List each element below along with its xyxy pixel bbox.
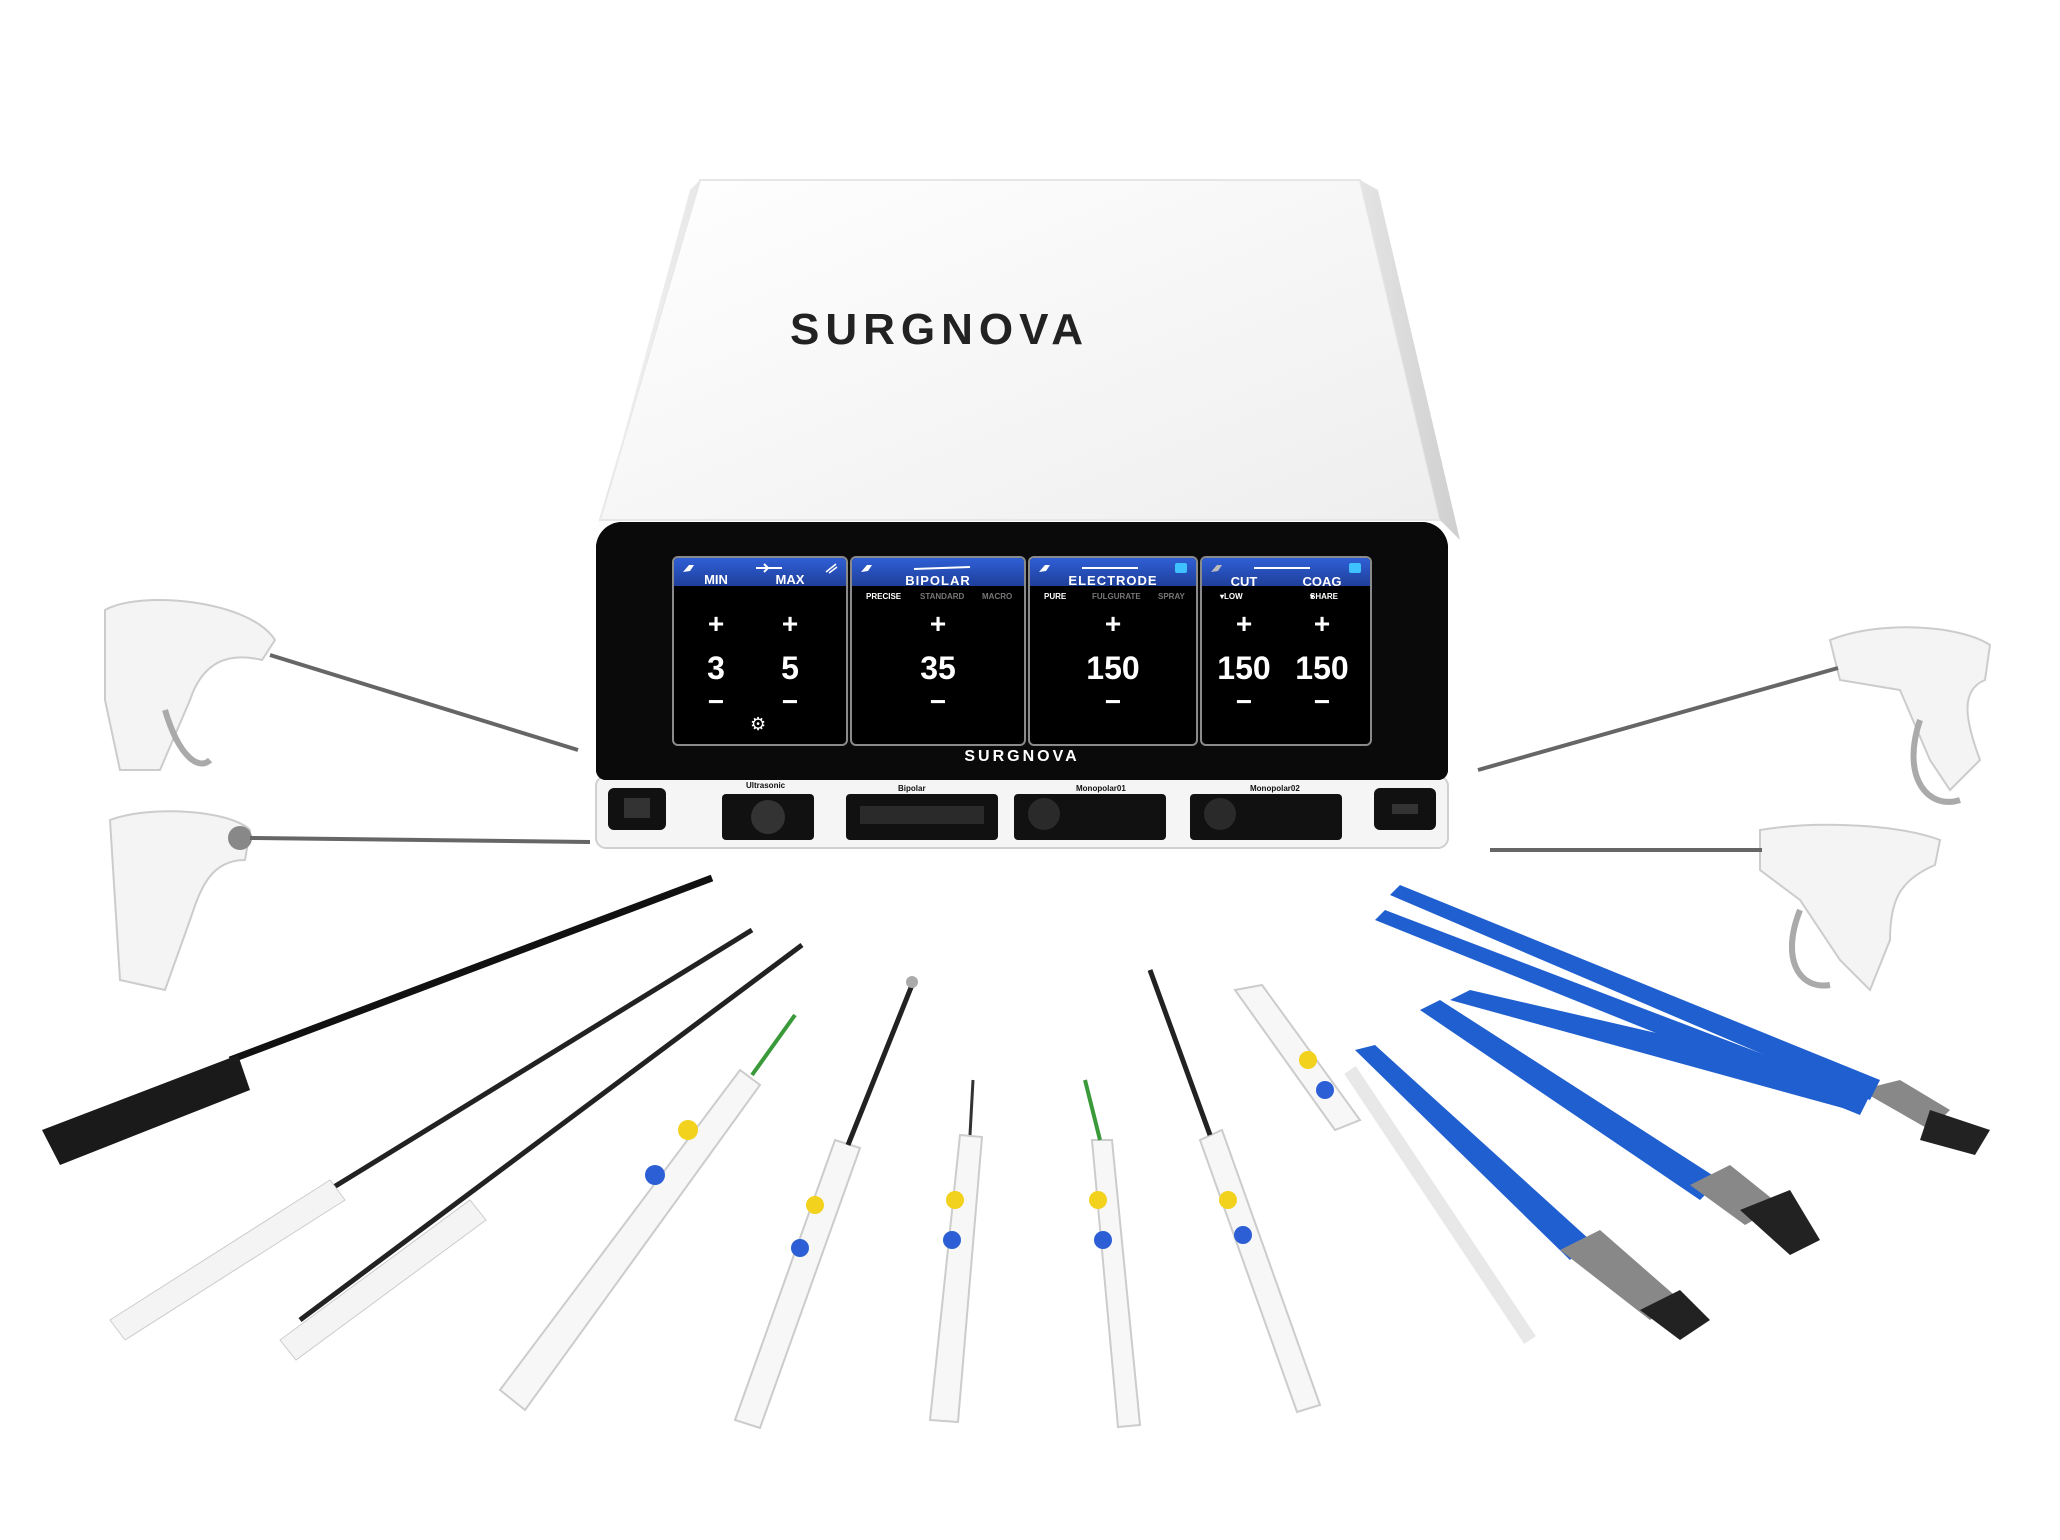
pencil-handpiece-5 bbox=[1147, 969, 1322, 1414]
pencil-handpiece-1 bbox=[498, 1013, 797, 1412]
cut-increase-button[interactable]: + bbox=[1235, 608, 1253, 639]
coag-mode-dropdown[interactable]: SHARE ▾ bbox=[1310, 592, 1339, 601]
touchscreen: MIN MAX + + 3 5 − − ⚙ BIPOLAR PRECISE ST… bbox=[596, 522, 1448, 780]
cut-decrease-button[interactable]: − bbox=[1235, 686, 1253, 717]
long-electrode-3 bbox=[1344, 1066, 1536, 1344]
bipolar-title: BIPOLAR bbox=[905, 573, 971, 588]
pencil-handpiece-4 bbox=[1083, 1079, 1142, 1429]
bipolar-value: 35 bbox=[920, 650, 956, 686]
bipolar-forceps-4 bbox=[1375, 885, 1880, 1115]
ultrasonic-panel-header bbox=[674, 558, 846, 586]
mode-pure[interactable]: PURE bbox=[1044, 592, 1067, 601]
bipolar-panel[interactable]: BIPOLAR PRECISE STANDARD MACRO + 35 − bbox=[850, 556, 1026, 746]
instrument-icon bbox=[1039, 565, 1050, 572]
monopolar01-port-label: Monopolar01 bbox=[1076, 784, 1126, 793]
min-decrease-button[interactable]: − bbox=[707, 686, 725, 717]
max-increase-button[interactable]: + bbox=[781, 608, 799, 639]
pencil-handpiece-3 bbox=[928, 1079, 984, 1424]
cut-value: 150 bbox=[1217, 650, 1271, 686]
shears-icon bbox=[756, 563, 782, 573]
pencil-electrode-icon bbox=[1254, 567, 1310, 569]
electrode-value: 150 bbox=[1086, 650, 1140, 686]
bipolar-forceps-1 bbox=[1355, 1045, 1710, 1340]
monopolar02-port-label: Monopolar02 bbox=[1250, 784, 1300, 793]
pencil-electrode-icon bbox=[1082, 567, 1138, 569]
instrument-icon bbox=[861, 565, 872, 572]
bipolar-increase-button[interactable]: + bbox=[929, 608, 947, 639]
mode-standard[interactable]: STANDARD bbox=[920, 592, 965, 601]
bipolar-panel-header bbox=[852, 558, 1024, 586]
instrument-icon bbox=[1211, 565, 1222, 572]
coag-label: COAG bbox=[1302, 574, 1342, 589]
top-brand-logo: SURGNOVA bbox=[790, 305, 1089, 354]
max-value: 5 bbox=[781, 650, 799, 686]
footswitch-icon bbox=[1175, 563, 1187, 573]
electrode-increase-button[interactable]: + bbox=[1104, 608, 1122, 639]
ultrasonic-handpiece-left-bottom bbox=[108, 810, 591, 992]
ultrasonic-panel[interactable]: MIN MAX + + 3 5 − − ⚙ bbox=[672, 556, 848, 746]
cut-coag-panel-header bbox=[1202, 558, 1370, 586]
forceps-icon bbox=[913, 566, 971, 570]
ultrasonic-handpiece-right-bottom bbox=[1490, 823, 1942, 992]
mode-fulgurate[interactable]: FULGURATE bbox=[1092, 592, 1141, 601]
mode-spray[interactable]: SPRAY bbox=[1158, 592, 1185, 601]
mode-macro[interactable]: MACRO bbox=[982, 592, 1013, 601]
ultrasonic-handpiece-right-top bbox=[1477, 626, 1992, 805]
ultrasonic-handpiece-left-top bbox=[104, 599, 579, 771]
mode-precise[interactable]: PRECISE bbox=[866, 592, 902, 601]
screen-brand-logo: SURGNOVA bbox=[964, 748, 1080, 765]
coag-value: 150 bbox=[1295, 650, 1349, 686]
electrode-decrease-button[interactable]: − bbox=[1104, 686, 1122, 717]
coag-increase-button[interactable]: + bbox=[1313, 608, 1331, 639]
min-value: 3 bbox=[707, 650, 725, 686]
coag-mode-value: SHARE bbox=[1310, 592, 1339, 601]
footswitch-icon bbox=[1349, 563, 1361, 573]
cut-coag-panel[interactable]: CUT COAG ▾ LOW SHARE ▾ + + 150 150 − − bbox=[1200, 556, 1372, 746]
connector-panel bbox=[608, 788, 1436, 840]
bipolar-forceps-2 bbox=[1420, 1000, 1820, 1255]
instrument-icon bbox=[683, 565, 694, 572]
max-decrease-button[interactable]: − bbox=[781, 686, 799, 717]
bipolar-port-label: Bipolar bbox=[898, 784, 926, 793]
cut-label: CUT bbox=[1230, 574, 1258, 589]
laparoscopic-electrode-black bbox=[42, 874, 714, 1165]
min-increase-button[interactable]: + bbox=[707, 608, 725, 639]
coag-decrease-button[interactable]: − bbox=[1313, 686, 1331, 717]
ultrasonic-port-label: Ultrasonic bbox=[746, 781, 786, 790]
pencil-handpiece-6 bbox=[1233, 983, 1362, 1132]
gear-icon[interactable]: ⚙ bbox=[750, 714, 767, 734]
max-label: MAX bbox=[775, 572, 805, 587]
long-electrode-2 bbox=[298, 942, 804, 1323]
toggle-icon bbox=[825, 563, 838, 574]
cut-mode-dropdown[interactable]: ▾ LOW bbox=[1220, 592, 1243, 601]
cut-mode-value: LOW bbox=[1224, 592, 1243, 601]
bipolar-forceps-3 bbox=[1450, 990, 1990, 1155]
bipolar-decrease-button[interactable]: − bbox=[929, 686, 947, 717]
electrode-panel[interactable]: ELECTRODE PURE FULGURATE SPRAY + 150 − bbox=[1028, 556, 1198, 746]
pencil-handpiece-2 bbox=[733, 976, 918, 1430]
electrode-panel-header bbox=[1030, 558, 1196, 586]
min-label: MIN bbox=[704, 572, 728, 587]
electrode-title: ELECTRODE bbox=[1068, 573, 1158, 588]
